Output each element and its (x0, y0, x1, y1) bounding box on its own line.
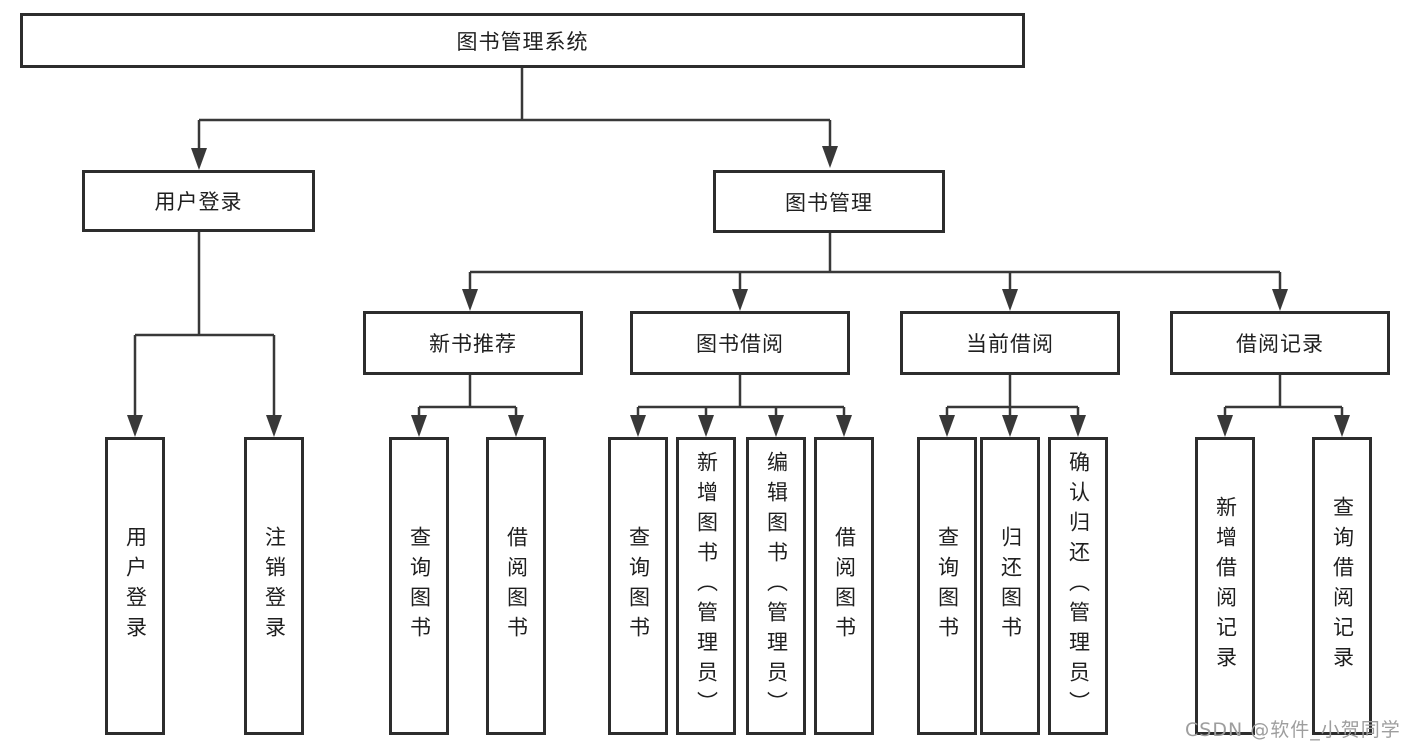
leaf-confirm-return-admin: 确认归还（管理员） (1048, 437, 1108, 735)
leaf-return-books: 归还图书 (980, 437, 1040, 735)
node-library-management-system: 图书管理系统 (20, 13, 1025, 68)
leaf-add-books-admin: 新增图书（管理员） (676, 437, 736, 735)
leaf-label: 查询借阅记录 (1330, 496, 1355, 676)
node-book-management: 图书管理 (713, 170, 945, 233)
leaf-label: 注销登录 (262, 526, 287, 646)
node-new-book-recommend: 新书推荐 (363, 311, 583, 375)
node-book-borrow: 图书借阅 (630, 311, 850, 375)
leaf-query-books: 查询图书 (389, 437, 449, 735)
watermark-text: CSDN @软件_小贺同学 (1185, 719, 1401, 741)
node-borrow-records: 借阅记录 (1170, 311, 1390, 375)
arrow-down-icon (462, 289, 478, 311)
arrow-down-icon (266, 415, 282, 437)
node-label: 图书管理 (785, 190, 873, 215)
leaf-label: 新增借阅记录 (1213, 496, 1238, 676)
leaf-label: 确认归还（管理员） (1066, 451, 1091, 721)
leaf-query-books: 查询图书 (917, 437, 977, 735)
leaf-edit-books-admin: 编辑图书（管理员） (746, 437, 806, 735)
leaf-query-borrow-record: 查询借阅记录 (1312, 437, 1372, 735)
leaf-label: 归还图书 (998, 526, 1023, 646)
arrow-down-icon (698, 415, 714, 437)
arrow-down-icon (191, 148, 207, 170)
leaf-label: 查询图书 (626, 526, 651, 646)
arrowheads (127, 146, 1350, 437)
arrow-down-icon (630, 415, 646, 437)
arrow-down-icon (1002, 415, 1018, 437)
node-label: 图书借阅 (696, 332, 784, 356)
node-label: 当前借阅 (966, 332, 1054, 356)
leaf-label: 新增图书（管理员） (694, 451, 719, 721)
node-label: 图书管理系统 (456, 29, 589, 54)
node-label: 借阅记录 (1236, 332, 1324, 356)
arrow-down-icon (1272, 289, 1288, 311)
arrow-down-icon (822, 146, 838, 168)
arrow-down-icon (1070, 415, 1086, 437)
node-current-borrow: 当前借阅 (900, 311, 1120, 375)
leaf-borrow-books: 借阅图书 (814, 437, 874, 735)
arrow-down-icon (1217, 415, 1233, 437)
leaf-borrow-books: 借阅图书 (486, 437, 546, 735)
leaf-add-borrow-record: 新增借阅记录 (1195, 437, 1255, 735)
arrow-down-icon (508, 415, 524, 437)
leaf-logout-login: 注销登录 (244, 437, 304, 735)
leaf-label: 编辑图书（管理员） (764, 451, 789, 721)
leaf-user-login: 用户登录 (105, 437, 165, 735)
leaf-label: 用户登录 (123, 526, 148, 646)
leaf-query-books: 查询图书 (608, 437, 668, 735)
node-user-login: 用户登录 (82, 170, 315, 232)
arrow-down-icon (1002, 289, 1018, 311)
arrow-down-icon (768, 415, 784, 437)
leaf-label: 查询图书 (935, 526, 960, 646)
arrow-down-icon (732, 289, 748, 311)
arrow-down-icon (411, 415, 427, 437)
arrow-down-icon (836, 415, 852, 437)
node-label: 新书推荐 (429, 332, 517, 356)
arrow-down-icon (1334, 415, 1350, 437)
leaf-label: 借阅图书 (504, 526, 529, 646)
node-label: 用户登录 (154, 190, 243, 214)
arrow-down-icon (939, 415, 955, 437)
arrow-down-icon (127, 415, 143, 437)
leaf-label: 查询图书 (407, 526, 432, 646)
leaf-label: 借阅图书 (832, 526, 857, 646)
